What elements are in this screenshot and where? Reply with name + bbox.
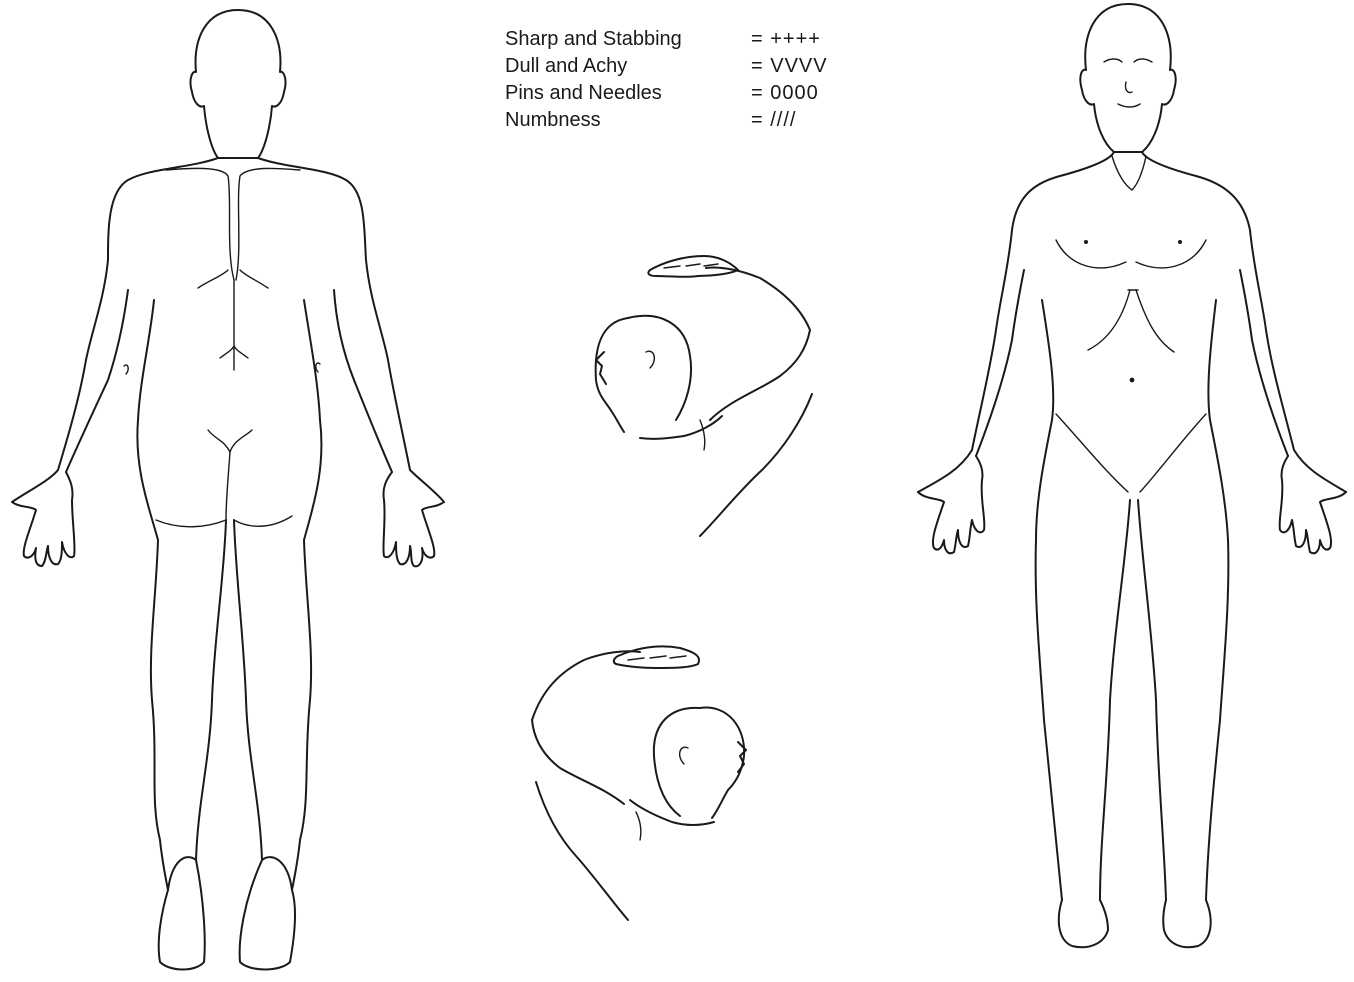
side-head-figure-top[interactable] [596,256,812,536]
back-body-figure[interactable] [12,10,444,970]
side-head-figure-bottom[interactable] [532,646,746,920]
front-body-figure[interactable] [918,4,1346,947]
